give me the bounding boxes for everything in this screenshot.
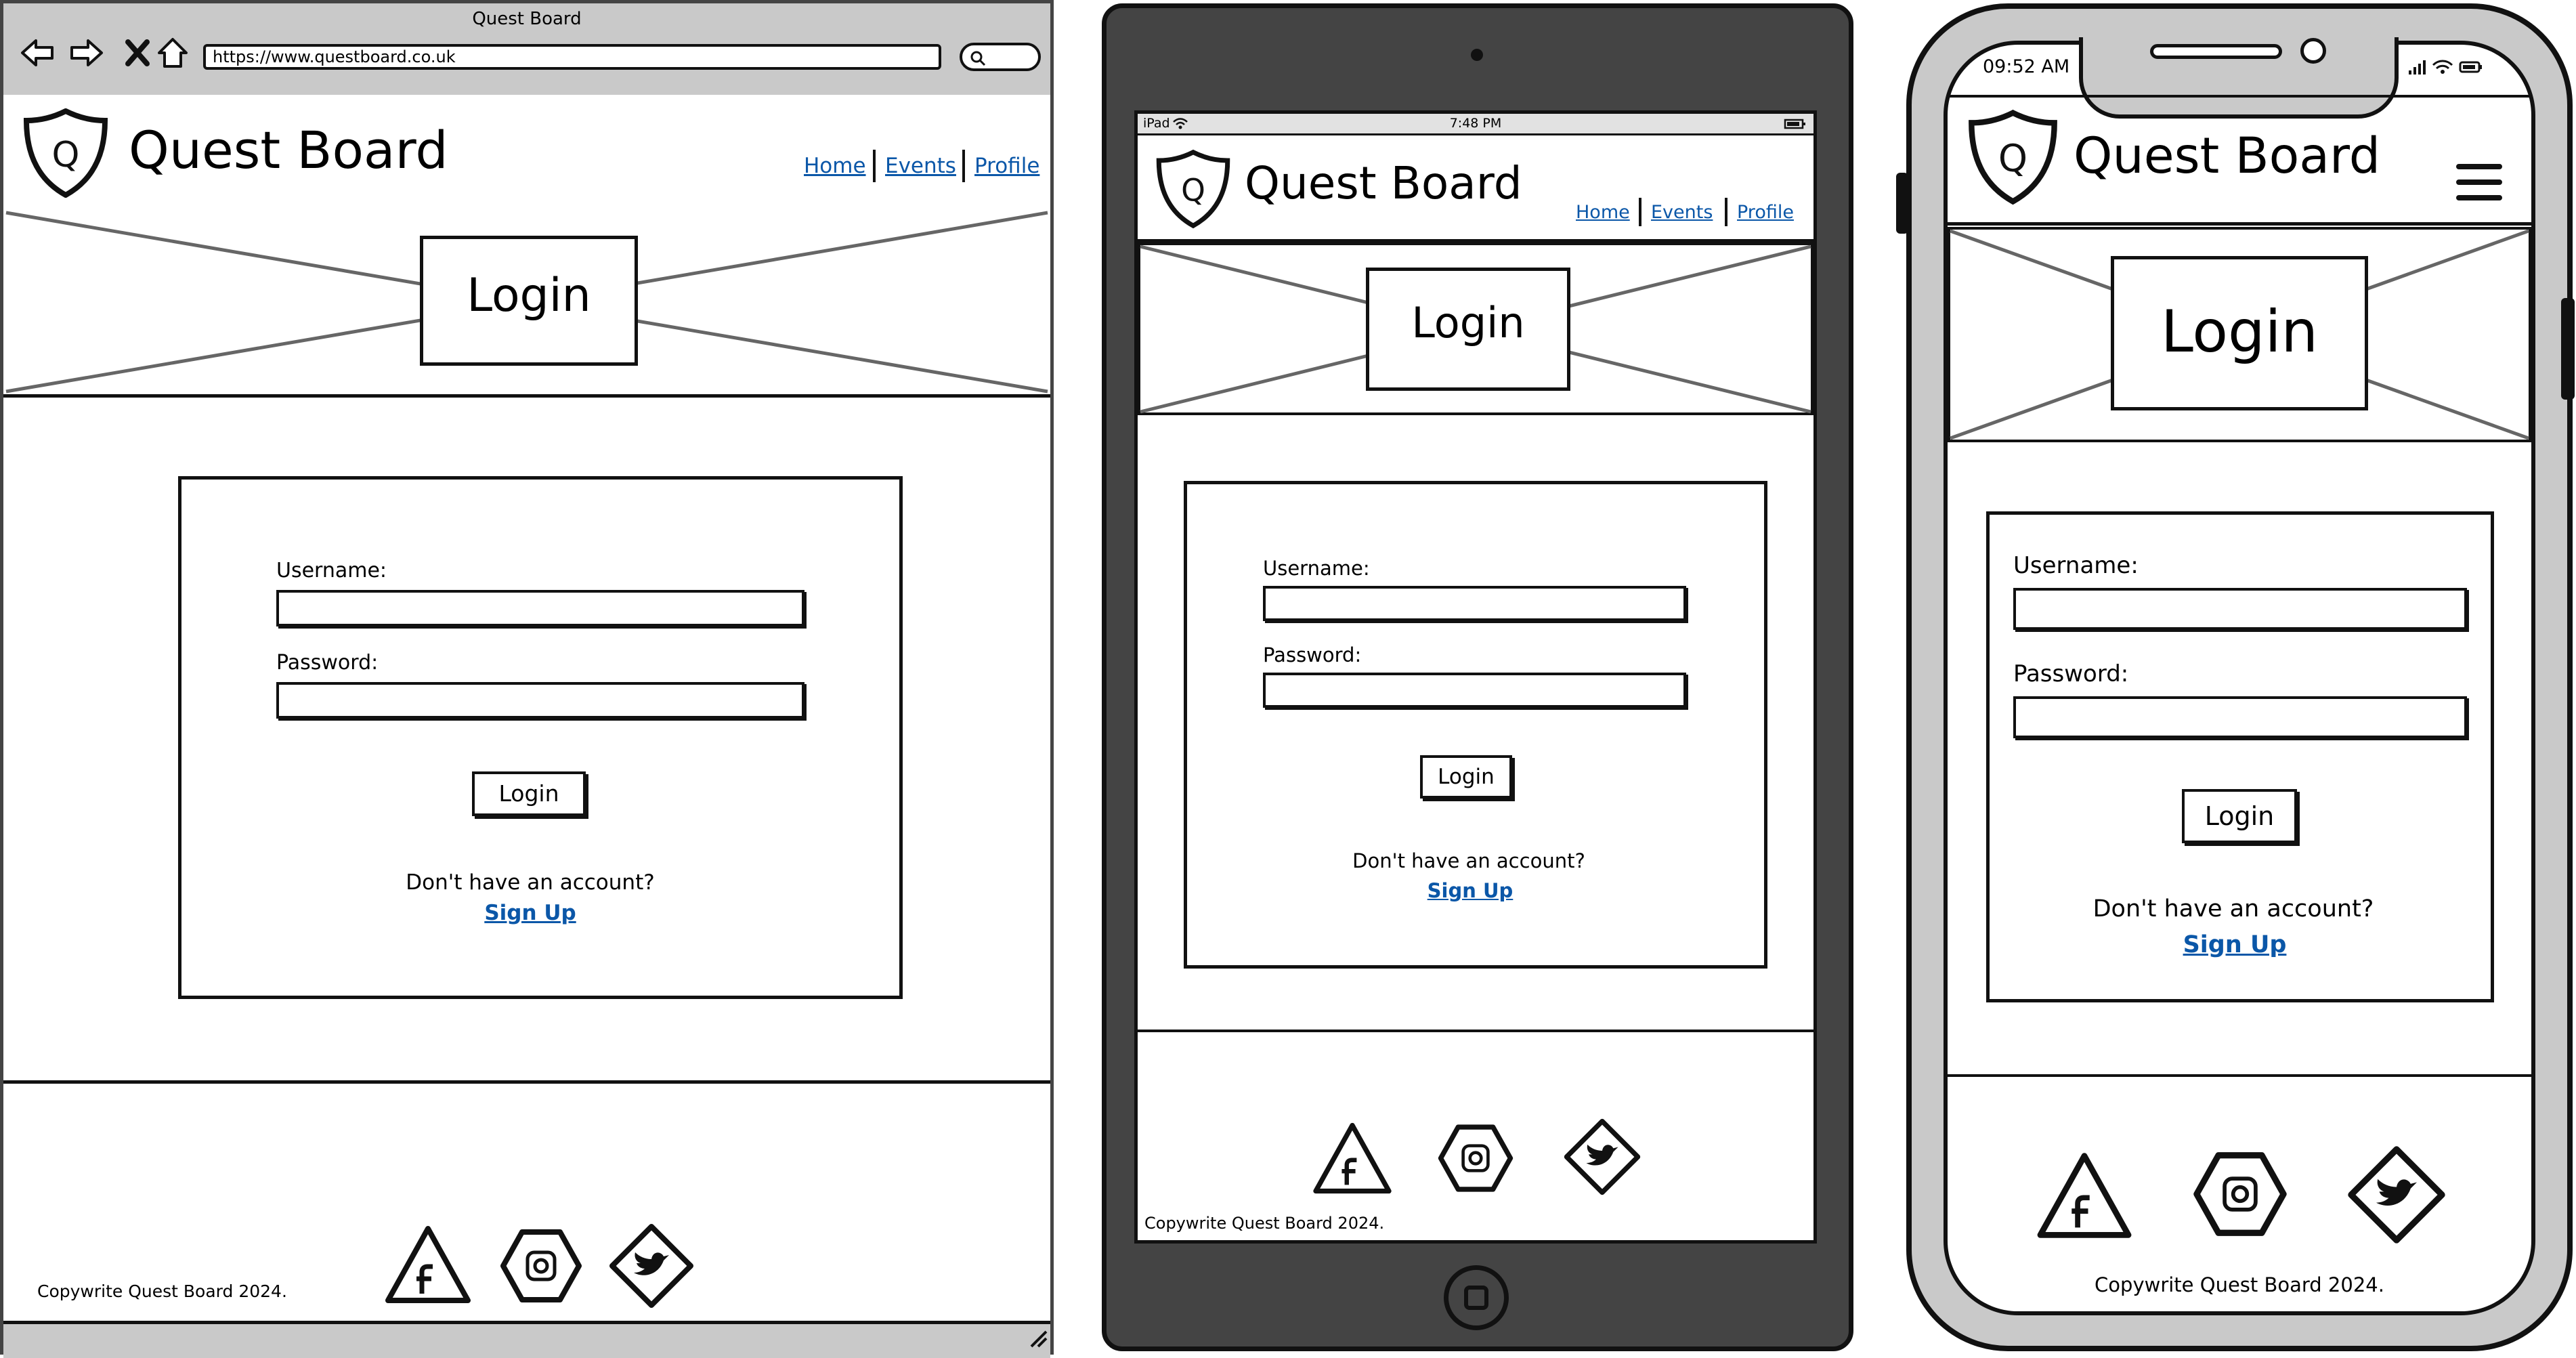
phone-status-icons — [2409, 60, 2482, 75]
phone-instagram-icon[interactable] — [2192, 1150, 2288, 1238]
tablet-password-input[interactable] — [1263, 673, 1686, 708]
wifi-icon — [2432, 60, 2453, 74]
signal-icon — [2409, 60, 2426, 75]
tablet-login-form-card — [1184, 481, 1767, 969]
phone-facebook-icon[interactable] — [2034, 1151, 2134, 1239]
resize-handle-icon[interactable] — [1027, 1328, 1048, 1348]
tablet-status-bar — [1138, 114, 1813, 135]
nav-separator — [1639, 198, 1641, 226]
username-input[interactable] — [276, 590, 804, 627]
battery-icon — [1784, 119, 1805, 129]
phone-brand-name: Quest Board — [2074, 127, 2381, 185]
password-input[interactable] — [276, 682, 804, 719]
tablet-hero-title: Login — [1411, 298, 1525, 347]
instagram-icon[interactable] — [499, 1228, 583, 1304]
phone-status-time: 09:52 AM — [1983, 56, 2070, 77]
browser-status-bar — [3, 1321, 1050, 1358]
phone-header-bottom-line — [1948, 222, 2531, 226]
phone-signup-prompt: Don't have an account? — [2092, 895, 2374, 922]
logo-letter: Q — [52, 135, 80, 175]
login-form-card — [178, 476, 903, 999]
search-icon — [970, 51, 986, 66]
footer-divider — [3, 1080, 1050, 1084]
phone-username-label: Username: — [2013, 552, 2139, 579]
tablet-hero-title-box — [1366, 268, 1570, 391]
tablet-instagram-icon[interactable] — [1437, 1123, 1514, 1193]
tablet-nav-events-link[interactable]: Events — [1651, 202, 1713, 223]
phone-twitter-icon[interactable] — [2346, 1145, 2447, 1245]
battery-icon — [2459, 61, 2482, 73]
hero-title-box — [420, 236, 638, 366]
tablet-nav-home-link[interactable]: Home — [1576, 202, 1630, 223]
nav-home-link[interactable]: Home — [804, 154, 866, 178]
url-bar[interactable]: https://www.questboard.co.uk — [203, 44, 941, 70]
tablet-status-device: iPad — [1143, 116, 1170, 131]
tablet-username-label: Username: — [1263, 557, 1370, 580]
brand-name: Quest Board — [129, 120, 448, 180]
nav-separator — [873, 150, 876, 182]
phone-password-input[interactable] — [2013, 696, 2467, 738]
tablet-footer-divider — [1138, 1030, 1813, 1032]
phone-shield-logo-icon: Q — [1969, 109, 2057, 205]
phone-header-top-line — [1948, 95, 2531, 98]
nav-separator — [1725, 198, 1727, 226]
nav-events-link[interactable]: Events — [885, 154, 956, 178]
hero-title: Login — [467, 269, 591, 322]
facebook-icon[interactable] — [384, 1225, 472, 1304]
tablet-twitter-icon[interactable] — [1563, 1118, 1641, 1196]
twitter-icon[interactable] — [608, 1223, 695, 1309]
username-label: Username: — [276, 559, 387, 582]
wifi-icon — [1173, 118, 1188, 129]
nav-separator — [962, 150, 965, 182]
tablet-site-header — [1138, 135, 1813, 242]
phone-hero-title: Login — [2160, 298, 2318, 366]
phone-login-button[interactable]: Login — [2182, 789, 2297, 843]
tablet-signup-link[interactable]: Sign Up — [1427, 879, 1514, 902]
home-icon[interactable] — [154, 34, 192, 72]
tablet-status-time: 7:48 PM — [1449, 116, 1502, 131]
phone-copyright-text: Copywrite Quest Board 2024. — [2095, 1273, 2384, 1296]
site-header — [3, 95, 1050, 213]
tablet-username-input[interactable] — [1263, 586, 1686, 621]
nav-profile-link[interactable]: Profile — [974, 154, 1040, 178]
logo-letter: Q — [1998, 137, 2027, 180]
phone-password-label: Password: — [2013, 660, 2129, 687]
signup-prompt: Don't have an account? — [406, 870, 655, 895]
forward-arrow-icon[interactable] — [68, 34, 106, 72]
phone-camera — [2300, 38, 2326, 64]
tablet-login-button[interactable]: Login — [1420, 755, 1512, 799]
phone-login-form-card — [1986, 511, 2494, 1002]
logo-letter: Q — [1181, 173, 1205, 209]
login-button[interactable]: Login — [472, 771, 586, 816]
phone-footer-divider — [1948, 1074, 2531, 1077]
tablet-password-label: Password: — [1263, 643, 1362, 666]
shield-logo-icon: Q — [23, 108, 108, 198]
phone-username-input[interactable] — [2013, 588, 2467, 630]
hamburger-menu-icon[interactable] — [2456, 161, 2502, 203]
tablet-home-button[interactable] — [1444, 1265, 1509, 1330]
tablet-brand-name: Quest Board — [1245, 157, 1522, 209]
desktop-browser-mockup: Quest Board https://www.questboard.co.uk… — [0, 0, 1054, 1358]
tablet-shield-logo-icon: Q — [1156, 149, 1230, 229]
tablet-camera — [1471, 49, 1483, 61]
back-arrow-icon[interactable] — [18, 34, 56, 72]
phone-power-button — [2561, 298, 2575, 400]
signup-link[interactable]: Sign Up — [484, 901, 576, 925]
tablet-copyright-text: Copywrite Quest Board 2024. — [1144, 1214, 1385, 1233]
phone-side-button — [1896, 173, 1908, 234]
close-icon[interactable] — [119, 34, 156, 72]
window-title: Quest Board — [472, 9, 582, 29]
phone-speaker — [2150, 44, 2282, 59]
home-square-icon — [1464, 1286, 1488, 1310]
phone-signup-link[interactable]: Sign Up — [2183, 931, 2287, 958]
copyright-text: Copywrite Quest Board 2024. — [37, 1281, 287, 1301]
tablet-facebook-icon[interactable] — [1312, 1122, 1393, 1195]
browser-search-field[interactable] — [960, 43, 1041, 71]
tablet-signup-prompt: Don't have an account? — [1352, 849, 1585, 872]
password-label: Password: — [276, 651, 379, 675]
tablet-nav-profile-link[interactable]: Profile — [1737, 202, 1794, 223]
phone-hero-title-box — [2111, 256, 2368, 410]
